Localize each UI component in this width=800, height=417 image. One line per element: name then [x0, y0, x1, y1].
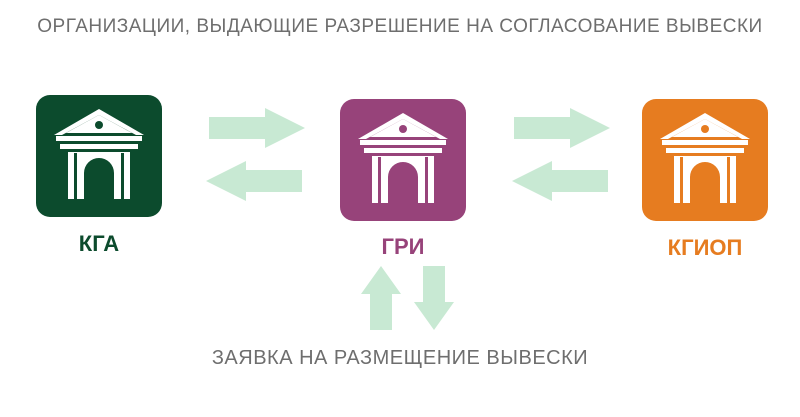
arrow-right-icon — [514, 108, 610, 148]
org-label-gri: ГРИ — [381, 234, 425, 259]
building-icon — [54, 109, 144, 199]
diagram-title: ОРГАНИЗАЦИИ, ВЫДАЮЩИЕ РАЗРЕШЕНИЕ НА СОГЛ… — [37, 16, 763, 37]
arrow-left-icon — [512, 161, 608, 201]
org-box-kgiop — [642, 99, 768, 221]
application-caption: ЗАЯВКА НА РАЗМЕЩЕНИЕ ВЫВЕСКИ — [211, 347, 589, 369]
org-label-kga: КГА — [78, 231, 120, 256]
arrow-up-icon — [361, 266, 401, 330]
building-icon — [660, 113, 750, 203]
arrow-down-icon — [414, 266, 454, 330]
building-icon — [358, 113, 448, 203]
org-box-gri — [340, 99, 466, 221]
org-box-kga — [36, 95, 162, 217]
arrow-right-icon — [209, 108, 305, 148]
arrow-left-icon — [206, 161, 302, 201]
org-label-kgiop: КГИОП — [667, 235, 743, 260]
